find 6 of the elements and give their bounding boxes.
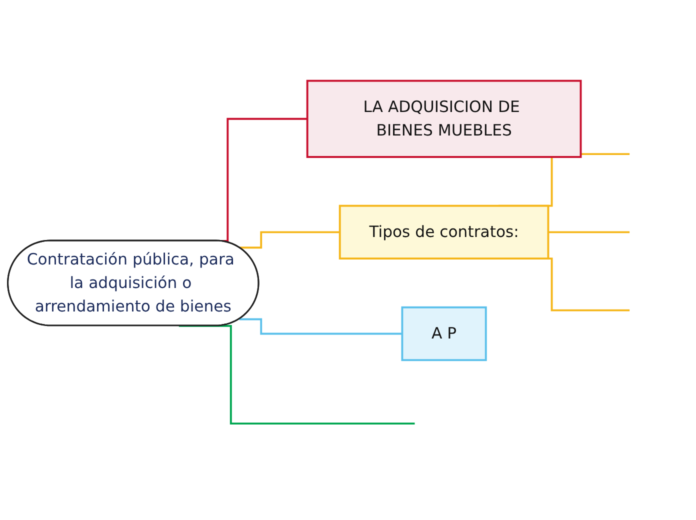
connector xyxy=(239,232,340,250)
node-box: A P xyxy=(401,306,487,362)
connector xyxy=(239,318,402,336)
connector xyxy=(548,232,630,234)
node-box: LA ADQUISICION DE BIENES MUEBLES xyxy=(306,80,582,158)
node-box: Tipos de contratos: xyxy=(338,205,550,260)
